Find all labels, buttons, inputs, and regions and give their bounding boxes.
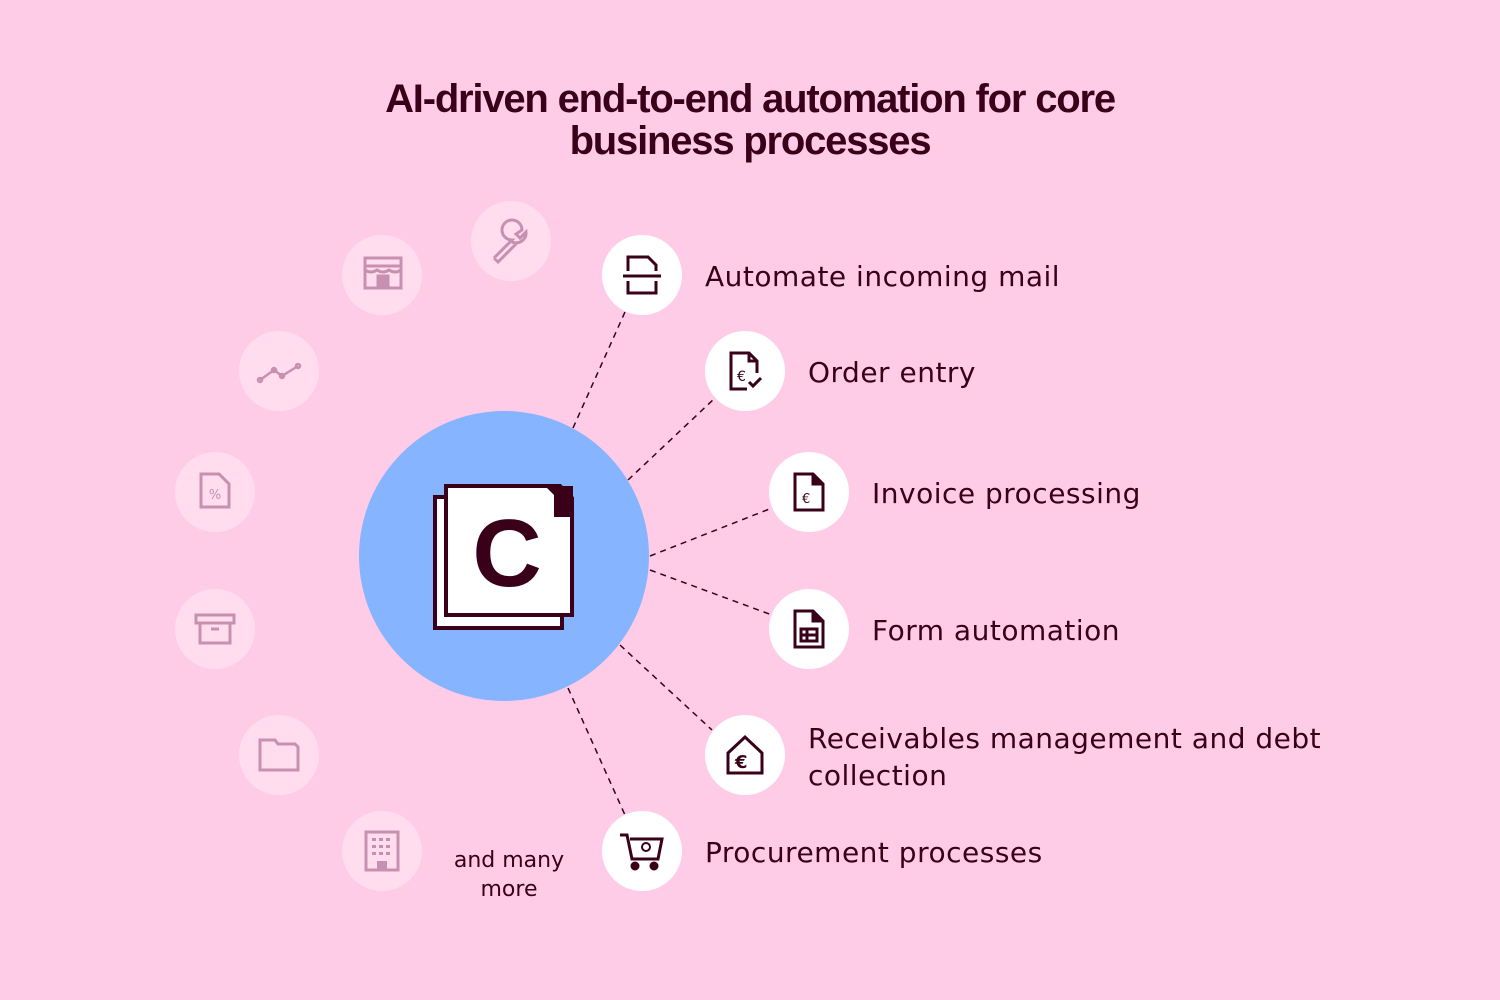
process-label: Receivables management and debt collecti… [808,722,1322,792]
process-label: Form automation [872,614,1121,647]
svg-text:€: € [802,492,810,507]
shopping-cart-gear-icon [602,811,682,891]
folder-icon [239,715,319,795]
svg-text:%: % [209,488,221,503]
form-document-icon [769,589,849,669]
process-label: Order entry [808,356,977,389]
connector-line [649,569,773,616]
percent-document-icon: % [175,452,255,532]
svg-text:€: € [737,369,746,385]
document-logo-icon: C [433,484,574,630]
euro-house-icon: € [705,715,785,795]
trend-chart-icon [239,331,319,411]
euro-document-icon: € [769,452,849,532]
title-line-1: AI-driven end-to-end automation for core [385,77,1116,121]
connector-line [619,644,713,731]
title-line-2: business processes [569,119,932,163]
svg-text:C: C [472,500,541,607]
wrench-icon [471,201,551,281]
connector-line [649,507,773,557]
office-building-icon [342,811,422,891]
svg-text:€: € [734,752,748,773]
euro-document-check-icon: € [705,331,785,411]
process-label: Procurement processes [705,836,1043,869]
process-label: Invoice processing [872,477,1141,510]
and-many-more-label: and many more [453,848,565,902]
page-title: AI-driven end-to-end automation for core… [0,78,1500,162]
scan-document-icon [602,235,682,315]
connector-line [627,397,716,481]
process-label: Automate incoming mail [705,260,1061,293]
connector-line [567,687,626,816]
archive-box-icon [175,589,255,669]
storefront-icon [342,235,422,315]
central-logo-hub: C [359,411,649,701]
